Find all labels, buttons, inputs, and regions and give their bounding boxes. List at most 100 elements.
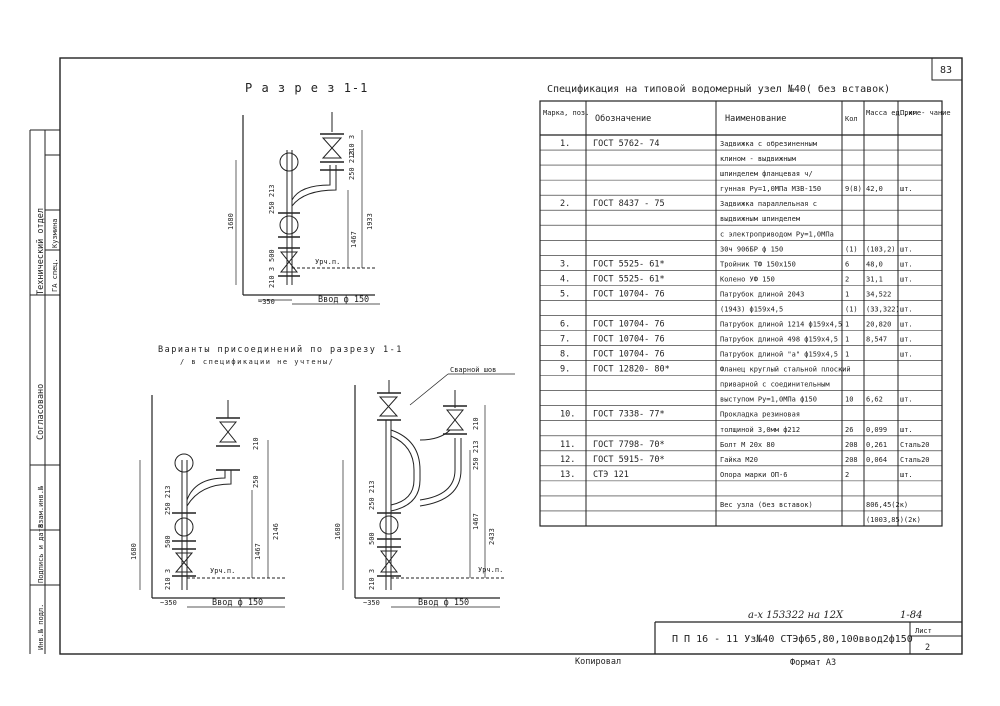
spec-cell-doc: ГОСТ 5762- 74 [593, 139, 660, 149]
spec-cell-pos: 8. [560, 350, 570, 360]
va-dim-2146: 2146 [272, 523, 280, 540]
vb-dim-2433: 2433 [488, 528, 496, 545]
spec-cell-name: приварной с соединительным [720, 381, 830, 389]
spec-cell-name: Колено УФ 150 [720, 275, 775, 283]
spec-cell-doc: ГОСТ 5525- 61* [593, 274, 665, 284]
spec-cell-doc: ГОСТ 7338- 77* [593, 410, 665, 420]
spec-cell-note: шт. [900, 336, 913, 344]
spec-table: Спецификация на типовой водомерный узел … [539, 83, 951, 527]
spec-cell-qty: 2 [845, 275, 849, 283]
s1-dim-210-3-left: 210 3 [268, 267, 276, 288]
spec-cell-qty: (1) [845, 245, 858, 253]
spec-cell-pos: 9. [560, 365, 570, 375]
s1-dim-1933: 1933 [366, 213, 374, 230]
drawing-designation: П П 16 - 11 Уз№40 СТЭф65,80,100ввод2ф150 [672, 633, 913, 645]
spec-cell-name: Патрубок длиной 2043 [720, 290, 804, 298]
spec-cell-qty: 1 [845, 336, 849, 344]
spec-cell-mass: (1003,85)(2к) [866, 516, 921, 524]
spec-cell-qty: 2 [845, 471, 849, 479]
spec-cell-mass: 34,522 [866, 290, 891, 298]
hdr-qty: Кол [845, 115, 858, 123]
va-dim-250: 250 [252, 475, 260, 488]
spec-cell-name: Патрубок длиной 1214 ф159х4,5 [720, 321, 842, 329]
variants-title-1: Варианты присоединений по разрезу 1-1 [158, 345, 403, 355]
section-1-1-drawing: Р а з р е з 1-1 Урч.п. 1680 1933 1467 2 [227, 81, 380, 306]
spec-title: Спецификация на типовой водомерный узел … [547, 83, 890, 95]
spec-cell-note: шт. [900, 275, 913, 283]
spec-cell-name: Фланец круглый стальной плоский [720, 366, 851, 374]
spec-cell-qty: 9(8) [845, 185, 862, 193]
va-dim-500: 500 [164, 535, 172, 548]
spec-cell-doc: ГОСТ 5525- 61* [593, 259, 665, 269]
vb-dim-1467: 1467 [472, 513, 480, 530]
weld-label: Сварной шов [450, 366, 496, 374]
spec-cell-pos: 11. [560, 440, 575, 450]
spec-cell-name: Болт М 20х 80 [720, 441, 775, 449]
hdr-note: Приме- чание [900, 109, 951, 117]
hdr-mass: Масса ед.,кг [866, 109, 917, 117]
spec-cell-qty: 1 [845, 321, 849, 329]
format-label: Формат А3 [790, 658, 836, 668]
vb-dim-350: ~350 [363, 599, 380, 607]
spec-cell-pos: 10. [560, 410, 575, 420]
spec-cell-pos: 3. [560, 259, 570, 269]
spec-cell-name: Задвижка с обрезиненным [720, 140, 818, 148]
spec-cell-name: Вес узла (без вставок) [720, 501, 813, 509]
va-vvod: Ввод ф 150 [212, 598, 263, 608]
spec-cell-pos: 2. [560, 199, 570, 209]
spec-cell-note: шт. [900, 321, 913, 329]
va-dim-1467: 1467 [254, 543, 262, 560]
hdr-name: Наименование [725, 114, 786, 124]
s1-dim-250-213: 250 213 [348, 150, 356, 180]
s1-dim-500: 500 [268, 249, 276, 262]
spec-cell-pos: 1. [560, 139, 570, 149]
spec-cell-name: Гайка М20 [720, 456, 758, 464]
stamp-inv-podl: Инв.№ подл. [37, 604, 45, 650]
spec-cell-mass: 0,261 [866, 441, 887, 449]
spec-cell-qty: 1 [845, 290, 849, 298]
spec-cell-name: Задвижка параллельная с [720, 200, 817, 208]
va-dim-1680: 1680 [130, 543, 138, 560]
spec-cell-name: толщиной 3,0мм ф212 [720, 426, 800, 434]
spec-cell-qty: 1 [845, 351, 849, 359]
spec-cell-qty: 26 [845, 426, 853, 434]
spec-cell-mass: (33,322) [866, 305, 900, 313]
spec-cell-doc: ГОСТ 8437 - 75 [593, 199, 665, 209]
page-number-box [931, 57, 963, 81]
spec-cell-name: Патрубок длиной 498 ф159х4,5 [720, 336, 838, 344]
spec-cell-doc: ГОСТ 10704- 76 [593, 320, 665, 330]
stamp-gaspec: ГА спец. [51, 258, 59, 292]
variant-a-drawing: Урч.п. 1680 2146 1467 250 210 250 213 50… [130, 395, 285, 608]
spec-cell-mass: 6,62 [866, 396, 883, 404]
spec-cell-qty: 208 [845, 441, 858, 449]
vb-urch: Урч.п. [478, 566, 503, 574]
spec-cell-name: клином - выдвижным [720, 155, 797, 163]
spec-cell-note: шт. [900, 471, 913, 479]
spec-cell-name: 30ч 906БР ф 150 [720, 245, 783, 253]
s1-urch: Урч.п. [315, 258, 340, 266]
page-number: 83 [940, 65, 952, 76]
hdr-mark: Марка, поз. [543, 109, 589, 117]
handwritten-code: а-х 153322 на 12Х [748, 610, 844, 621]
stamp-kuzmina: Кузмина [51, 218, 59, 248]
spec-cell-pos: 6. [560, 320, 570, 330]
spec-cell-note: шт. [900, 245, 913, 253]
spec-cell-pos: 13. [560, 470, 575, 480]
spec-cell-pos: 5. [560, 289, 570, 299]
va-dim-210-3: 210 3 [164, 569, 172, 590]
spec-cell-doc: ГОСТ 12820- 80* [593, 365, 670, 375]
sheet-label: Лист [915, 627, 932, 635]
spec-cell-mass: 0,064 [866, 456, 887, 464]
stamp-podpis-data: Подпись и дата [37, 524, 45, 583]
spec-cell-name: с электроприводом Ру=1,0МПа [720, 230, 834, 238]
title-block: а-х 153322 на 12Х 1-84 П П 16 - 11 Уз№40… [575, 610, 962, 668]
vb-dim-210-3: 210 3 [368, 569, 376, 590]
spec-cell-note: шт. [900, 426, 913, 434]
spec-cell-pos: 12. [560, 455, 575, 465]
spec-cell-mass: 806,45(2к) [866, 501, 908, 509]
spec-cell-qty: 208 [845, 456, 858, 464]
variant-b-drawing: Сварной шов Урч.п. 1680 2433 [334, 366, 515, 608]
spec-cell-pos: 4. [560, 274, 570, 284]
sheet-number: 2 [925, 643, 930, 653]
s1-vvod: Ввод ф 150 [318, 295, 369, 305]
